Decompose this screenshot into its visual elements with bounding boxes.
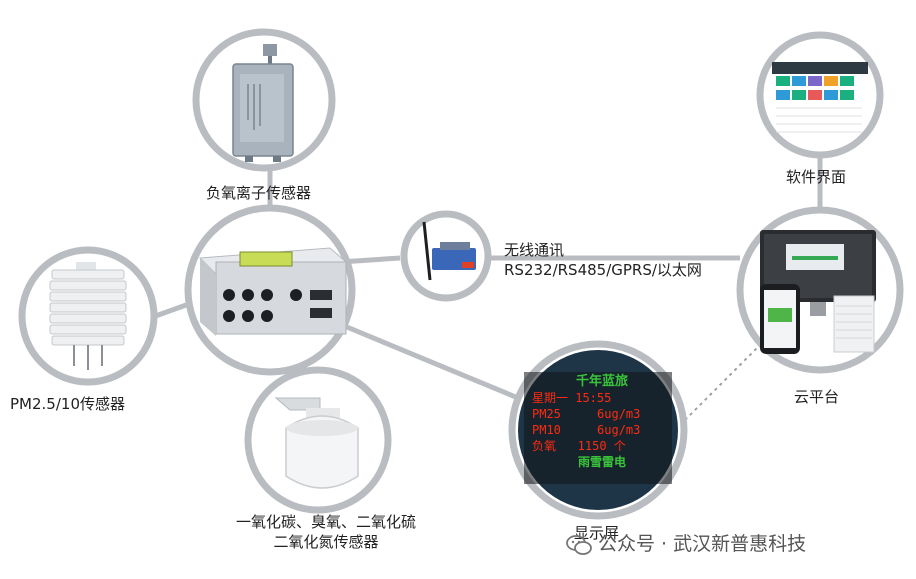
wireless-module-node bbox=[400, 210, 492, 302]
cloud-platform-label: 云平台 bbox=[794, 388, 840, 406]
data-logger-hub-node bbox=[184, 204, 356, 376]
led-line-6: 雨雪雷电 bbox=[577, 455, 626, 469]
gas-sensor-node bbox=[244, 366, 392, 514]
led-display-node bbox=[508, 340, 688, 520]
gas-sensor-label: 一氧化碳、臭氧、二氧化硫 二氧化氮传感器 bbox=[216, 512, 436, 552]
led-line-1: 千年蓝旅 bbox=[575, 374, 628, 389]
anion-sensor-node bbox=[192, 28, 336, 172]
software-ui-node bbox=[756, 31, 884, 159]
link-display-to-cloud bbox=[684, 344, 761, 421]
wireless-label-line2: RS232/RS485/GPRS/以太网 bbox=[504, 261, 702, 279]
led-display-text: 千年蓝旅 星期一 15:55 PM25 6ug/m3 PM10 6ug/m3 负… bbox=[532, 374, 672, 470]
gas-sensor-label-line1: 一氧化碳、臭氧、二氧化硫 bbox=[235, 513, 416, 531]
pm-sensor-node bbox=[18, 246, 158, 386]
led-line-4: PM10 6ug/m3 bbox=[532, 423, 641, 437]
wireless-label-line1: 无线通讯 bbox=[504, 241, 565, 259]
led-line-2: 星期一 15:55 bbox=[532, 391, 612, 405]
watermark: 公众号 · 武汉新普惠科技 bbox=[566, 529, 806, 556]
gas-sensor-label-line2: 二氧化氮传感器 bbox=[273, 533, 379, 551]
pm-sensor-label: PM2.5/10传感器 bbox=[10, 395, 125, 413]
led-line-5: 负氧 1150 个 bbox=[532, 439, 626, 453]
watermark-text: 公众号 · 武汉新普惠科技 bbox=[598, 533, 807, 555]
wechat-icon bbox=[566, 534, 592, 555]
led-line-3: PM25 6ug/m3 bbox=[532, 407, 641, 421]
wireless-label: 无线通讯 RS232/RS485/GPRS/以太网 bbox=[504, 240, 702, 280]
software-ui-label: 软件界面 bbox=[786, 168, 847, 186]
cloud-platform-node bbox=[736, 206, 904, 374]
led-display-label: 显示屏 bbox=[574, 524, 620, 542]
link-hub-to-display bbox=[329, 317, 536, 408]
anion-sensor-label: 负氧离子传感器 bbox=[206, 184, 312, 202]
